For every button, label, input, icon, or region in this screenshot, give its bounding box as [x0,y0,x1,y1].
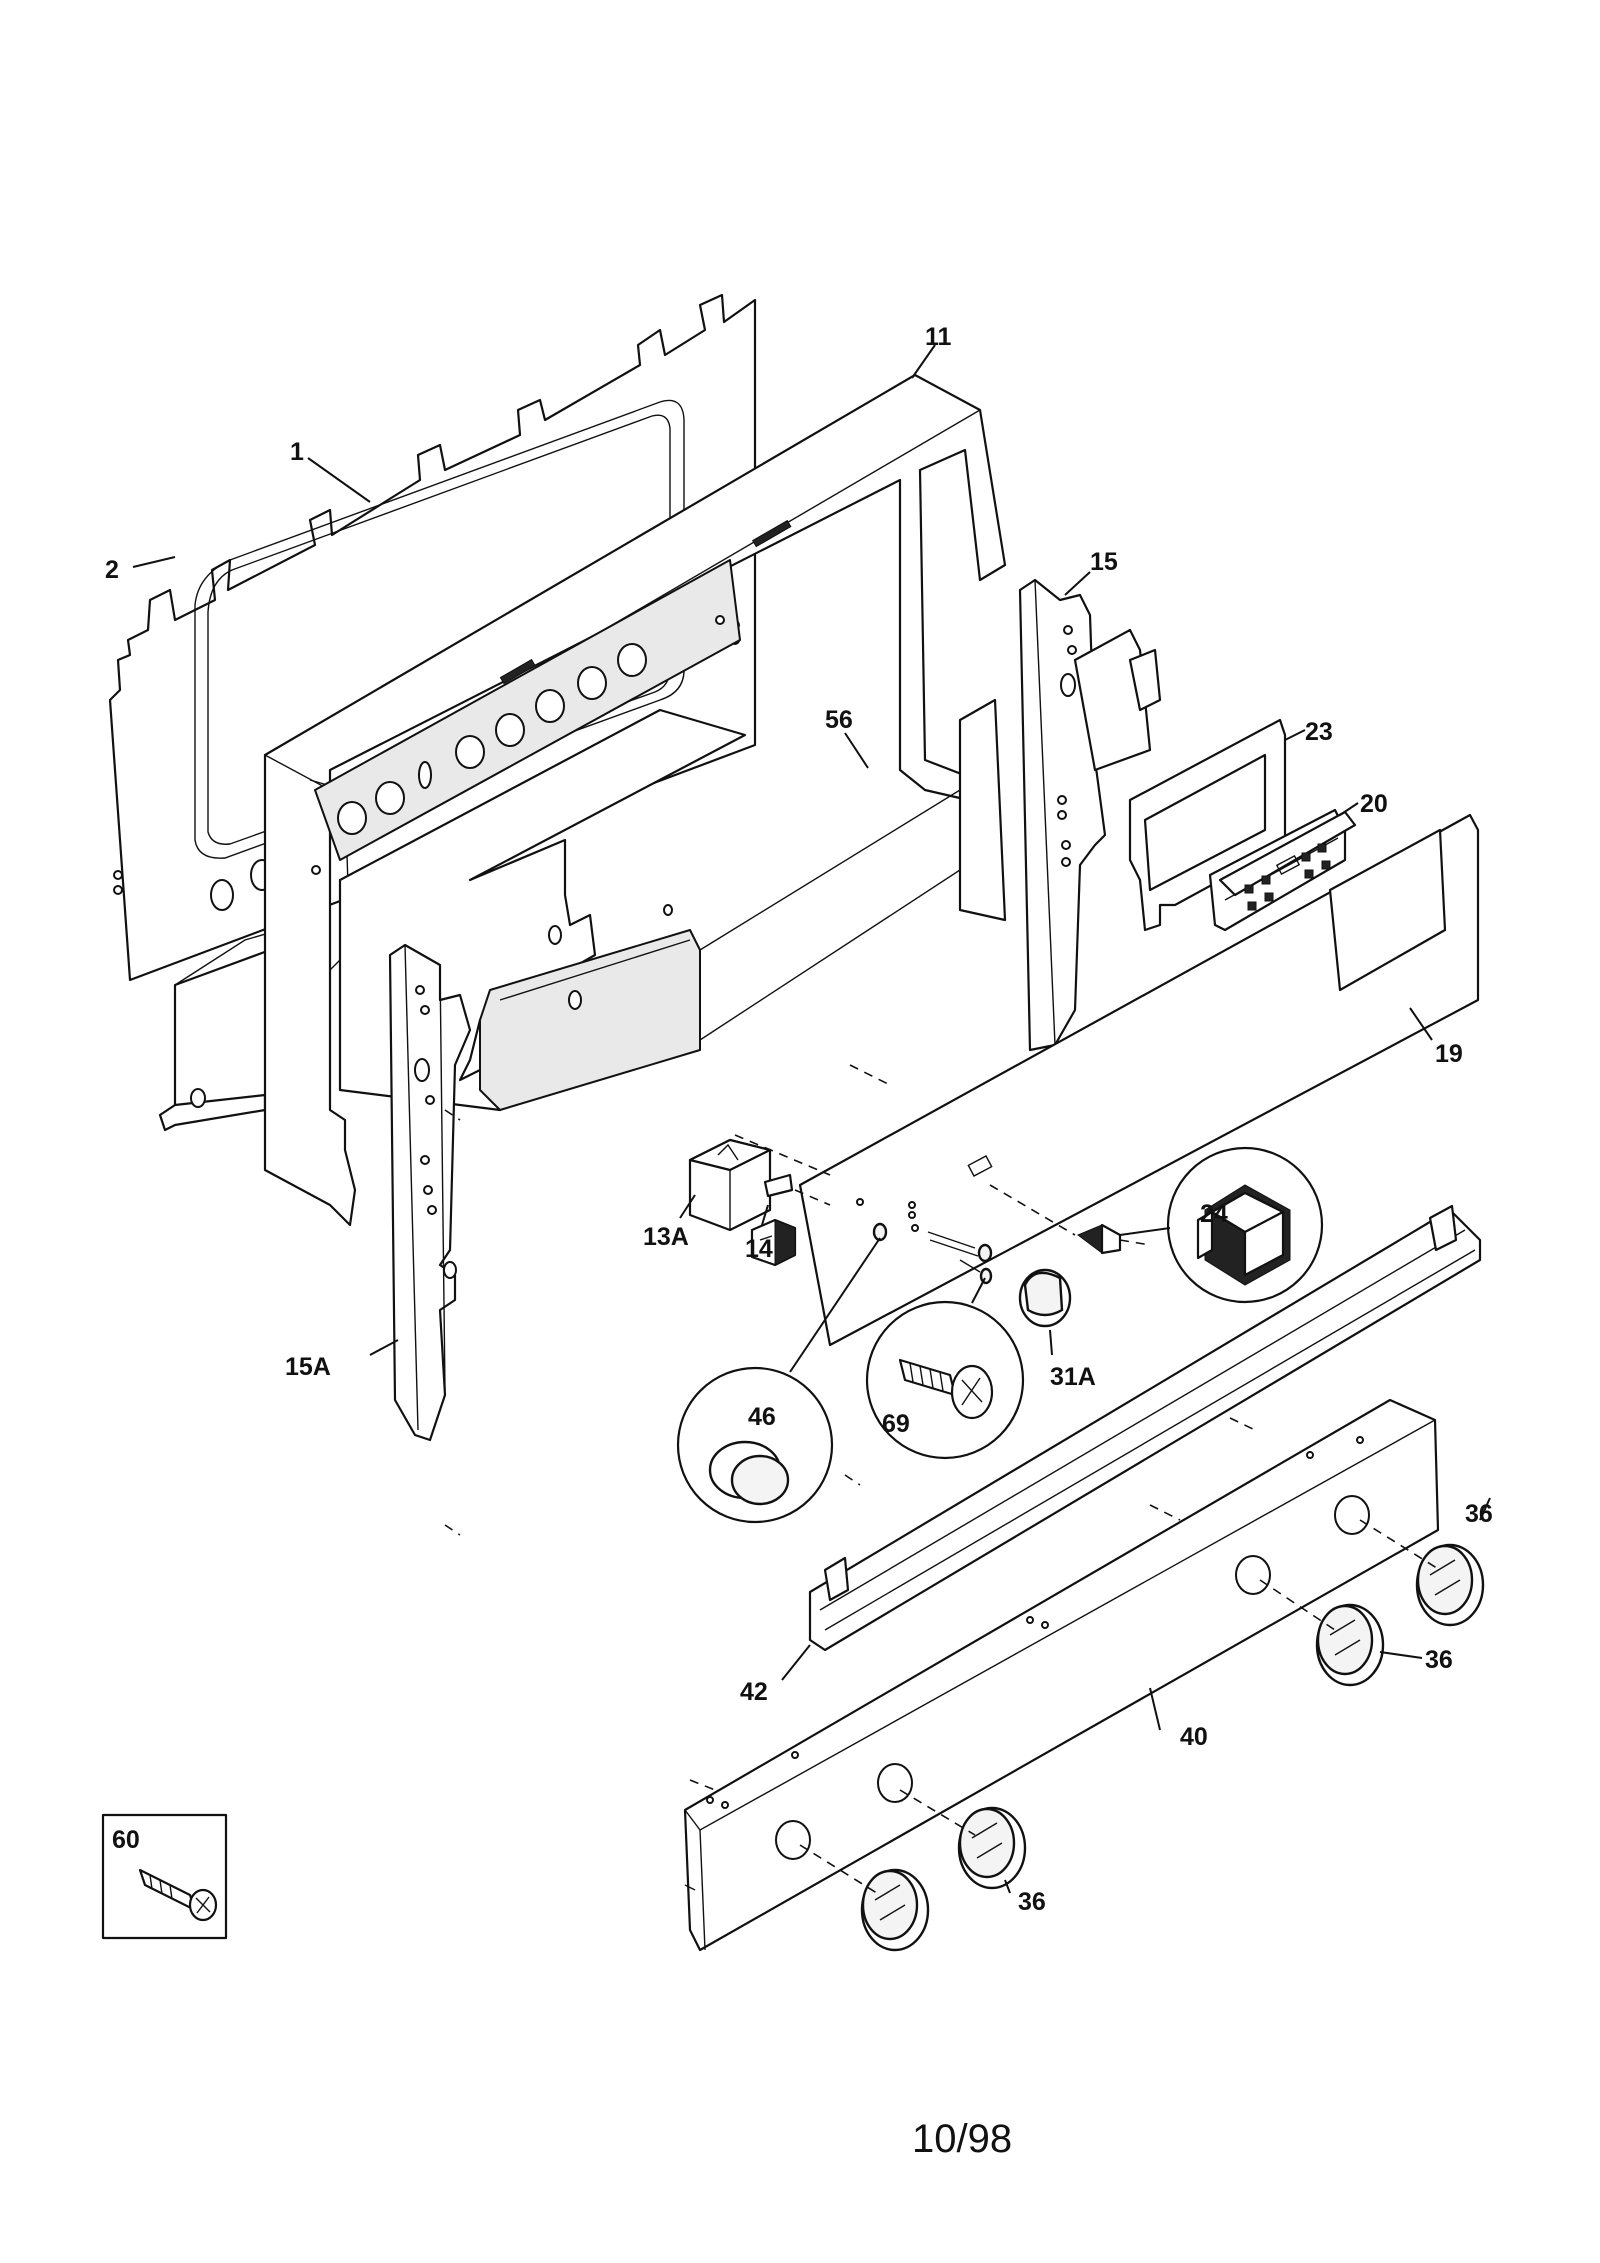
right-bracket-part-15 [1018,578,1162,1052]
part-label-56: 56 [825,706,853,734]
trim-strip-part-42 [808,1204,1482,1652]
leader-callout-24 [1119,1227,1171,1236]
part-label-2: 2 [105,556,119,584]
leader-callout-46 [789,1237,881,1373]
left-bracket-part-15A [388,943,472,1442]
label-leader-lines [132,344,1491,1894]
part-label-23: 23 [1305,718,1333,746]
footer-date-code: 10/98 [912,2117,1012,2161]
clock-timer-part-20 [1208,808,1357,932]
part-label-36-c: 36 [1018,1888,1046,1916]
part-label-60: 60 [112,1826,140,1854]
part-label-20: 20 [1360,790,1388,818]
callout-rocker-switch-24 [1166,1146,1324,1304]
part-label-15A: 15A [285,1353,331,1381]
inset-box-part-60 [101,1813,228,1940]
part-label-42: 42 [740,1678,768,1706]
switch-part-14 [750,1218,797,1267]
callout-screw-69 [865,1300,1025,1460]
burner-knob-part-36-d [860,1868,930,1952]
front-frame-part-11 [263,373,1007,1227]
rocker-switch-small-part-24 [1077,1223,1122,1255]
part-label-13A: 13A [643,1223,689,1251]
part-label-19: 19 [1435,1040,1463,1068]
part-label-31A: 31A [1050,1363,1096,1391]
lower-bracket-part-2 [158,914,331,1132]
part-label-11: 11 [925,323,952,351]
switch-part-13A [688,1138,794,1232]
burner-knob-part-36-c [957,1806,1027,1890]
part-label-24: 24 [1200,1200,1228,1228]
burner-knob-part-36-b [1315,1603,1385,1687]
part-label-69: 69 [882,1410,910,1438]
burner-knob-part-36-a [1415,1543,1485,1627]
part-label-46: 46 [748,1403,776,1431]
part-label-36-b: 36 [1425,1646,1453,1674]
control-panel-part-19 [798,813,1480,1347]
assembly-dashed-lines [444,1064,1441,1896]
part-label-1: 1 [290,438,304,466]
callout-button-46 [676,1366,834,1524]
part-label-15: 15 [1090,548,1118,576]
part-label-40: 40 [1180,1723,1208,1751]
small-knob-part-31A [1018,1268,1072,1328]
clock-bracket-part-23 [1128,718,1287,932]
part-label-36-a: 36 [1465,1500,1493,1528]
leader-callout-69 [971,1277,986,1304]
part-label-14: 14 [745,1235,773,1263]
backguard-part-40 [683,1398,1440,1952]
